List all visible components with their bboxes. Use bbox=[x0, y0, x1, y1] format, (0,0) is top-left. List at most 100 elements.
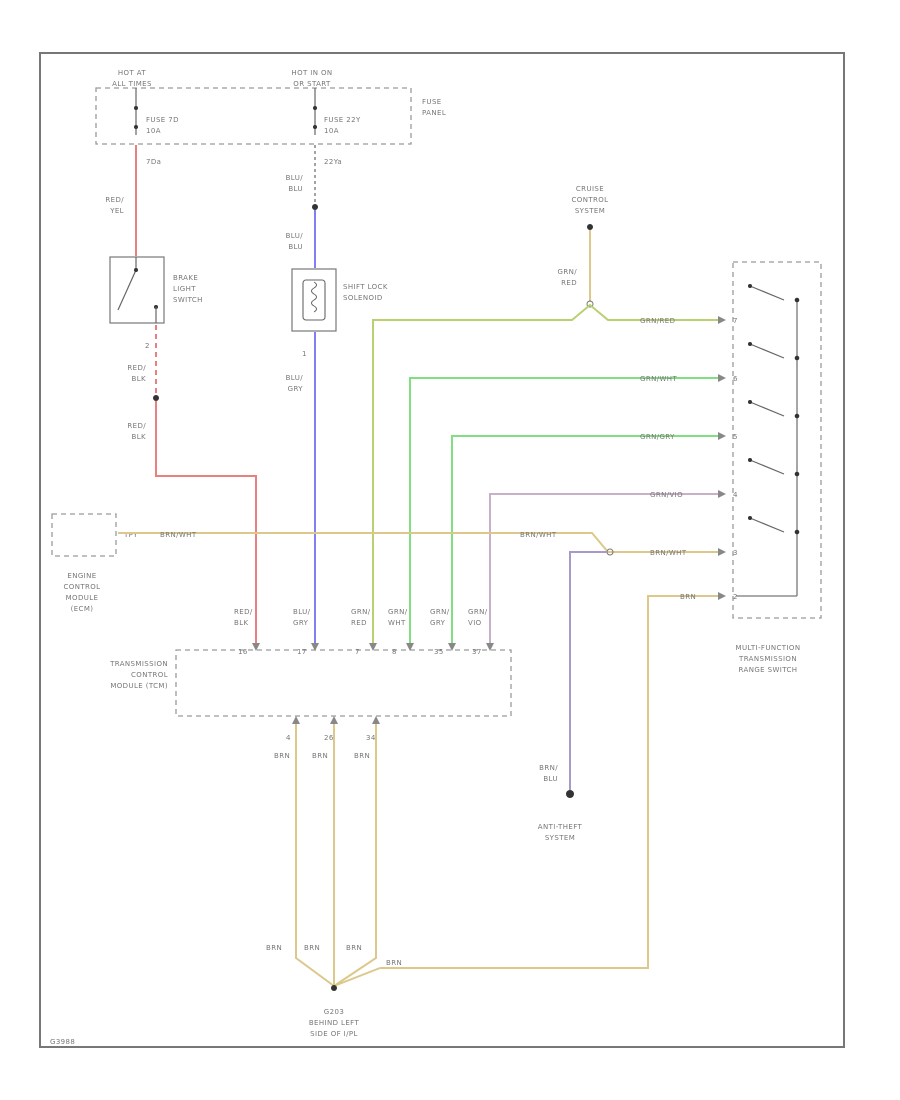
range-switch-pin-number: 3 bbox=[733, 549, 738, 557]
shift-lock-circuit: BLU/ BLU BLU/ BLU SHIFT LOCK SOLENOID 1 … bbox=[286, 145, 388, 643]
brn-blu-label-2: BLU bbox=[543, 775, 558, 783]
shift-lock-label-1: SHIFT LOCK bbox=[343, 283, 388, 291]
range-switch-pin-arrow bbox=[718, 316, 726, 324]
range-switch-blade bbox=[749, 517, 785, 533]
fuse-panel-box bbox=[95, 87, 412, 145]
red-blk-label-2b: BLK bbox=[132, 433, 147, 441]
tcm-label-2: CONTROL bbox=[131, 671, 168, 679]
solenoid-winding bbox=[311, 281, 317, 313]
grn-red-wire-label: GRN/RED bbox=[640, 317, 675, 325]
anti-theft-circuit: BRN/ BLU ANTI-THEFT SYSTEM bbox=[538, 551, 607, 842]
brn-blu-label-1: BRN/ bbox=[539, 764, 558, 772]
grn-wht-wire-label: GRN/WHT bbox=[640, 375, 677, 383]
tcm-pin-arrow bbox=[486, 643, 494, 651]
range-switch-pivot bbox=[748, 458, 752, 462]
tcm-wire-label-line2: GRY bbox=[430, 619, 446, 627]
diagram-frame bbox=[39, 52, 845, 1048]
brn-wht-wire bbox=[118, 532, 718, 553]
mfts-brn-label: BRN bbox=[680, 593, 696, 601]
range-switch: MULTI-FUNCTION TRANSMISSION RANGE SWITCH… bbox=[380, 261, 822, 969]
tcm-ground-pin-arrow bbox=[372, 716, 380, 724]
fuse-panel: FUSE PANEL HOT AT ALL TIMES HOT IN ON OR… bbox=[95, 69, 446, 166]
grn-vio-wire bbox=[489, 493, 718, 643]
anti-theft-terminal bbox=[566, 790, 574, 798]
range-switch-contact bbox=[794, 413, 800, 419]
tcm-wire-label-line1: GRN/ bbox=[388, 608, 408, 616]
anti-theft-label-1: ANTI-THEFT bbox=[538, 823, 583, 831]
brake-switch-pivot bbox=[134, 268, 138, 272]
mfts-label-2: TRANSMISSION bbox=[738, 655, 797, 663]
tcm-ground-pin-number: 4 bbox=[286, 734, 291, 742]
range-switch-contact bbox=[794, 529, 800, 535]
blu-blu-label-2a: BLU/ bbox=[286, 232, 304, 240]
tcm-pin-number: 16 bbox=[238, 648, 248, 656]
shift-lock-label-2: SOLENOID bbox=[343, 294, 383, 302]
tcm-ground-pin-arrow bbox=[292, 716, 300, 724]
fuse-right-name: FUSE 22Y bbox=[324, 116, 361, 124]
ground-label-3: SIDE OF I/PL bbox=[310, 1030, 358, 1038]
range-switch-pin-arrow bbox=[718, 548, 726, 556]
tcm-pin-number: 37 bbox=[472, 648, 482, 656]
tcm-ground-pin-number: 34 bbox=[366, 734, 376, 742]
tcm-pin-number: 17 bbox=[297, 648, 307, 656]
ecm-label-2: CONTROL bbox=[64, 583, 101, 591]
shift-lock-pin: 1 bbox=[302, 350, 307, 358]
tcm-wire-label-line2: BLK bbox=[234, 619, 249, 627]
range-switch-pivot bbox=[748, 284, 752, 288]
ground-label-2: BEHIND LEFT bbox=[309, 1019, 360, 1027]
tcm-wire-label-line1: RED/ bbox=[234, 608, 253, 616]
red-blk-label-1b: BLK bbox=[132, 375, 147, 383]
tcm-pin-arrow bbox=[311, 643, 319, 651]
ground-g203 bbox=[331, 985, 337, 991]
range-switch-contact bbox=[794, 355, 800, 361]
red-connector-dot bbox=[153, 395, 159, 401]
range-switch-pivot bbox=[748, 516, 752, 520]
tcm-label-3: MODULE (TCM) bbox=[110, 682, 168, 690]
range-switch-blade bbox=[749, 401, 785, 417]
ecm-label-4: (ECM) bbox=[71, 605, 94, 613]
brn-wht-wire-label: BRN/WHT bbox=[650, 549, 687, 557]
range-switch-pin-number: 4 bbox=[733, 491, 738, 499]
hot-right-1: HOT IN ON bbox=[291, 69, 332, 77]
range-switch-pin-arrow bbox=[718, 592, 726, 600]
fuse-left-name: FUSE 7D bbox=[146, 116, 179, 124]
fuse-right-dot-2 bbox=[313, 125, 317, 129]
tcm-pin-number: 8 bbox=[392, 648, 397, 656]
hot-right-2: OR START bbox=[293, 80, 331, 88]
tcm-ground-wire-label-low: BRN bbox=[304, 944, 320, 952]
range-switch-pin-arrow bbox=[718, 490, 726, 498]
brake-light-switch bbox=[109, 256, 165, 324]
tcm-ground-wire-label: BRN bbox=[274, 752, 290, 760]
tcm-ground-pin-arrow bbox=[330, 716, 338, 724]
brake-switch-blade bbox=[117, 269, 137, 311]
range-switch-pin-arrow bbox=[718, 432, 726, 440]
tcm-wire-label-line2: VIO bbox=[468, 619, 482, 627]
range-switch-pin-number: 6 bbox=[733, 375, 738, 383]
range-switch-wires: GRN/WHT GRN/GRY GRN/VIO bbox=[409, 375, 718, 643]
tcm-label-1: TRANSMISSION bbox=[109, 660, 168, 668]
cruise-wire-label-1: GRN/ bbox=[558, 268, 578, 276]
brake-switch-label-1: BRAKE bbox=[173, 274, 198, 282]
cruise-label-2: CONTROL bbox=[572, 196, 609, 204]
ecm-label-3: MODULE bbox=[66, 594, 99, 602]
blu-blu-label-1b: BLU bbox=[288, 185, 303, 193]
mfts-label-1: MULTI-FUNCTION bbox=[736, 644, 801, 652]
cruise-terminal bbox=[587, 224, 593, 230]
ground-label-1: G203 bbox=[324, 1008, 344, 1016]
mfts-label-3: RANGE SWITCH bbox=[739, 666, 798, 674]
hot-left-1: HOT AT bbox=[118, 69, 147, 77]
tcm-wire-label-line1: GRN/ bbox=[430, 608, 450, 616]
blu-blu-label-1a: BLU/ bbox=[286, 174, 304, 182]
cruise-circuit: CRUISE CONTROL SYSTEM GRN/ RED GRN/RED bbox=[372, 185, 718, 643]
range-switch-pin-number: 5 bbox=[733, 433, 738, 441]
tcm-pin-number: 7 bbox=[355, 648, 360, 656]
fuse-left-dot-2 bbox=[134, 125, 138, 129]
tcm-pin-arrow bbox=[252, 643, 260, 651]
mfts-ground-wire-end bbox=[333, 967, 381, 987]
range-switch-pin-arrow bbox=[718, 374, 726, 382]
red-yel-label-2: YEL bbox=[109, 207, 124, 215]
